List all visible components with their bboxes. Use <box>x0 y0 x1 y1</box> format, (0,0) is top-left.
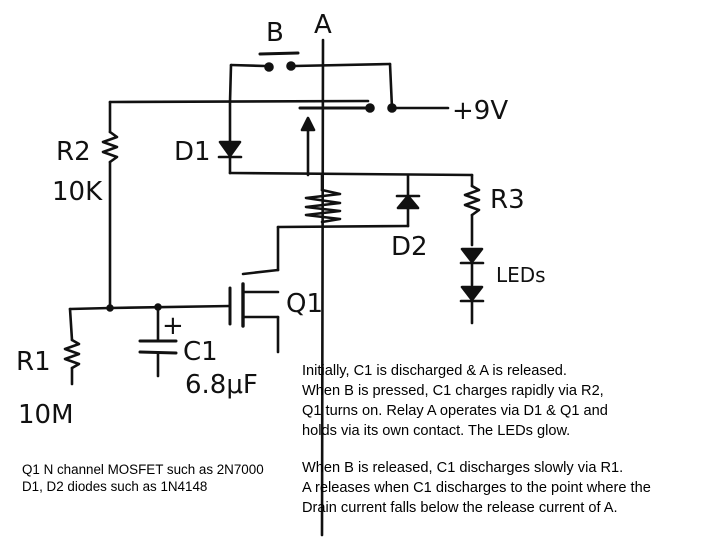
label-r1: R1 <box>16 347 51 377</box>
switch-b <box>229 51 392 72</box>
operation-notes: Initially, C1 is discharged & A is relea… <box>302 361 608 441</box>
label-d2: D2 <box>391 232 428 262</box>
wire-top <box>108 99 370 104</box>
capacitor-c1 <box>138 305 178 378</box>
label-c1-polarity: + <box>162 311 184 341</box>
parts-line: Q1 N channel MOSFET such as 2N7000 <box>22 462 264 477</box>
relay-coil-a <box>304 173 342 224</box>
label-q1: Q1 <box>286 289 323 319</box>
diode-d1 <box>217 100 243 175</box>
operation-line: Q1 turns on. Relay A operates via D1 & Q… <box>302 403 608 419</box>
resistor-r1 <box>63 306 112 386</box>
label-switch-b: B <box>266 18 284 48</box>
release-line: Drain current falls below the release cu… <box>302 500 618 516</box>
wire-left-rail <box>228 63 233 104</box>
label-r2: R2 <box>56 137 91 167</box>
parts-list: Q1 N channel MOSFET such as 2N7000 D1, D… <box>22 461 264 495</box>
label-c1-value: 6.8μF <box>185 370 258 400</box>
relay-contact <box>298 62 450 177</box>
release-line: When B is released, C1 discharges slowly… <box>302 460 624 476</box>
led-pair <box>459 247 485 325</box>
mosfet-q1 <box>106 225 280 354</box>
relay-a-axis <box>320 38 325 537</box>
label-r1-value: 10M <box>18 400 74 430</box>
operation-line: When B is pressed, C1 charges rapidly vi… <box>302 383 604 399</box>
label-leds: LEDs <box>496 263 546 287</box>
operation-line: Initially, C1 is discharged & A is relea… <box>302 363 567 379</box>
release-line: A releases when C1 discharges to the poi… <box>302 480 651 496</box>
diode-d2 <box>276 173 421 229</box>
label-relay-a: A <box>314 10 332 40</box>
label-supply: +9V <box>452 96 508 126</box>
parts-line: D1, D2 diodes such as 1N4148 <box>22 479 208 494</box>
label-d1: D1 <box>174 137 211 167</box>
operation-line: holds via its own contact. The LEDs glow… <box>302 423 571 439</box>
wire-middle-rail <box>228 171 474 177</box>
label-r3: R3 <box>490 185 525 215</box>
release-notes: When B is released, C1 discharges slowly… <box>302 458 651 518</box>
resistor-r2 <box>101 100 119 310</box>
resistor-r3 <box>463 173 481 247</box>
label-c1: C1 <box>183 337 218 367</box>
label-r2-value: 10K <box>52 177 103 207</box>
